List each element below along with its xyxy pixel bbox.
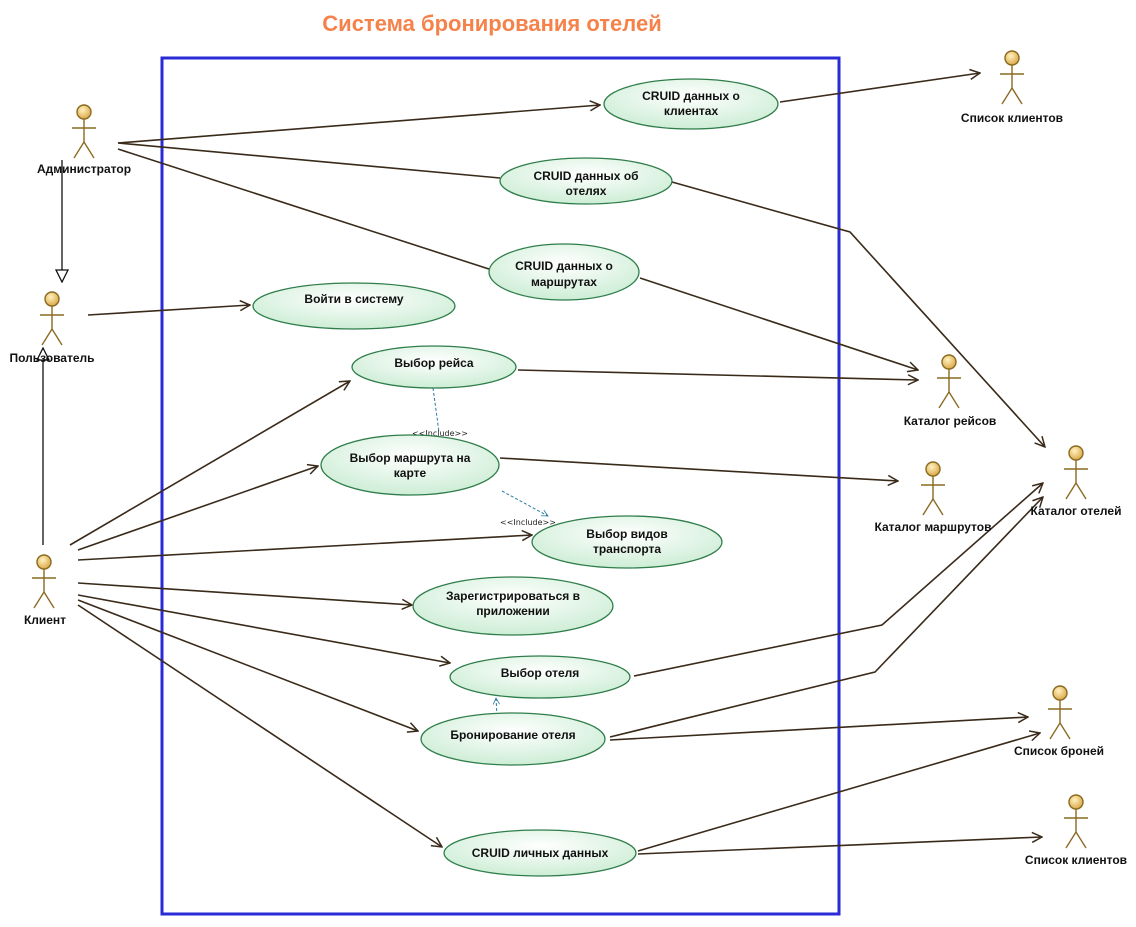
use-case-select-hotel[interactable]: Выбор отеля [449,655,631,699]
actor-label-bookings-list: Список броней [1014,744,1104,758]
actor-flights-catalog[interactable] [937,354,961,409]
actor-label-admin: Администратор [37,162,131,176]
include-label-2: <<Include>> [500,518,556,527]
use-case-select-flight[interactable]: Выбор рейса [351,345,517,389]
use-case-crud-personal[interactable]: CRUID личных данных [443,829,637,877]
use-case-book-hotel[interactable]: Бронирование отеля [420,712,606,766]
assoc-user-login [87,305,250,316]
actor-admin[interactable] [72,104,96,159]
assoc-book-hotel-catalog [609,497,1043,738]
use-case-label: Зарегистрироваться в [446,589,580,603]
assoc-select-hotel-catalog [633,483,1043,677]
use-case-label: Выбор рейса [394,356,474,370]
include-label-1: <<Include>> [412,429,468,438]
assoc-client-select-hotel [77,594,450,663]
assoc-client-route-map [77,466,318,551]
assoc-book-hotel-bookings [609,717,1028,741]
use-case-login[interactable]: Войти в систему [252,282,456,330]
use-case-select-route-map[interactable]: Выбор маршрута на карте [320,434,500,496]
assoc-crud-hotels-catalog [671,181,1045,447]
actor-routes-catalog[interactable] [921,461,945,516]
actor-user[interactable] [40,291,64,346]
assoc-admin-crud-clients [117,105,600,144]
assoc-client-crud-personal [77,604,442,847]
use-case-label: приложении [476,604,550,618]
actor-label-client: Клиент [24,613,66,627]
use-case-label: Выбор отеля [501,666,580,680]
actor-label-routes-catalog: Каталог маршрутов [875,520,992,534]
assoc-client-flight [69,381,350,546]
actor-label-clients-list-top: Список клиентов [961,111,1063,125]
use-case-register[interactable]: Зарегистрироваться в приложении [412,576,614,636]
include-flight-route [432,387,440,433]
use-case-label: Выбор видов [586,527,667,541]
assoc-flight-catalog [517,369,918,380]
use-case-label: карте [394,466,427,480]
actor-client[interactable] [32,554,56,609]
assoc-crud-personal-bookings [637,733,1040,852]
assoc-route-map-catalog [499,457,898,481]
associations [69,73,1045,855]
diagram-title: Система бронирования отелей [322,11,661,36]
use-case-crud-clients[interactable]: CRUID данных о клиентах [603,78,779,130]
use-case-crud-routes[interactable]: CRUID данных о маршрутах [488,243,640,301]
assoc-client-transport [77,535,532,561]
use-case-label: CRUID данных об [533,169,638,183]
use-case-label: CRUID данных о [642,89,740,103]
assoc-crud-clients-list [779,73,980,103]
use-case-crud-hotels[interactable]: CRUID данных об отелях [499,157,673,205]
use-case-label: Войти в систему [304,292,404,306]
assoc-crud-personal-clients [637,837,1042,855]
actor-bookings-list[interactable] [1048,685,1072,740]
use-case-label: Выбор маршрута на [350,451,471,465]
include-route-transport [501,490,548,517]
assoc-client-book-hotel [77,599,418,731]
use-case-label: маршрутах [531,275,597,289]
use-case-label: транспорта [593,542,661,556]
use-case-label: отелях [566,184,607,198]
assoc-client-register [77,582,412,605]
actor-clients-list-bottom[interactable] [1064,794,1088,849]
use-case-label: клиентах [664,104,719,118]
actor-clients-list-top[interactable] [1000,50,1024,105]
assoc-crud-routes-flights [639,277,918,370]
assoc-admin-crud-routes [117,148,493,271]
use-case-select-transport[interactable]: Выбор видов транспорта [531,515,723,569]
system-boundary [160,56,841,916]
actor-hotels-catalog[interactable] [1064,445,1088,500]
use-case-label: CRUID данных о [515,259,613,273]
actor-label-clients-list-bottom: Список клиентов [1025,853,1127,867]
actor-label-flights-catalog: Каталог рейсов [904,414,997,428]
actor-label-user: Пользователь [9,351,94,365]
assoc-admin-crud-hotels [117,142,501,179]
use-case-label: Бронирование отеля [450,728,575,742]
include-booking-hotel [496,698,497,717]
use-case-label: CRUID личных данных [472,846,609,860]
actor-label-hotels-catalog: Каталог отелей [1031,504,1122,518]
